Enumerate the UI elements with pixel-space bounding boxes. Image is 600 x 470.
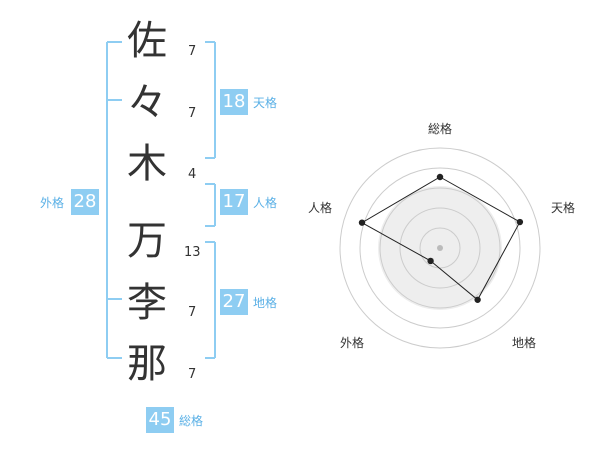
radar-ring-2: [399, 207, 481, 289]
name-char-1: 佐: [127, 18, 167, 64]
chikaku-label: 地格: [253, 296, 278, 310]
radar-polygon: [360, 176, 521, 301]
outer-bracket-left: [106, 41, 122, 359]
jinkaku-label: 人格: [253, 196, 278, 210]
radar-ring-4: [359, 167, 521, 329]
radar-point-tenkaku: [516, 218, 524, 226]
stroke-count-1: 7: [188, 44, 197, 59]
radar-dots: [358, 173, 524, 303]
stroke-count-2: 7: [188, 106, 197, 121]
tenkaku-bracket: [205, 41, 216, 159]
radar-label-soukaku: 総格: [427, 122, 452, 136]
radar-ring-5: [339, 147, 541, 349]
radar-rings: [339, 147, 541, 349]
stroke-count-6: 7: [188, 367, 197, 382]
stroke-count-5: 7: [188, 305, 197, 320]
radar-point-jinkaku: [358, 219, 366, 226]
stroke-count-4: 13: [184, 245, 201, 260]
radar-center-dot: [437, 245, 443, 251]
gaikaku-label: 外格: [40, 196, 65, 210]
radar-ring-1: [419, 227, 461, 269]
radar-label-tenkaku: 天格: [550, 201, 575, 215]
stroke-count-3: 4: [188, 167, 197, 182]
gaikaku-badge: 28: [71, 189, 99, 215]
tenkaku-label: 天格: [253, 96, 278, 110]
radar-point-gaikaku: [427, 257, 434, 265]
chikaku-badge: 27: [220, 289, 248, 315]
soukaku-badge: 45: [146, 407, 174, 433]
name-char-2: 々: [127, 80, 167, 126]
radar-label-chikaku: 地格: [511, 336, 536, 350]
jinkaku-badge: 17: [220, 189, 248, 215]
soukaku-label: 総格: [179, 414, 204, 428]
chikaku-bracket: [205, 241, 216, 359]
radar-label-jinkaku: 人格: [307, 201, 332, 215]
name-char-6: 那: [127, 341, 167, 387]
jinkaku-bracket: [205, 183, 216, 227]
radar-label-gaikaku: 外格: [339, 336, 364, 350]
tenkaku-badge: 18: [220, 89, 248, 115]
radar-ring-3: [379, 187, 501, 309]
radar-point-soukaku: [436, 173, 444, 181]
name-char-3: 木: [127, 141, 167, 187]
name-char-5: 李: [127, 280, 167, 326]
name-char-4: 万: [127, 218, 167, 264]
radar-point-chikaku: [474, 296, 481, 303]
